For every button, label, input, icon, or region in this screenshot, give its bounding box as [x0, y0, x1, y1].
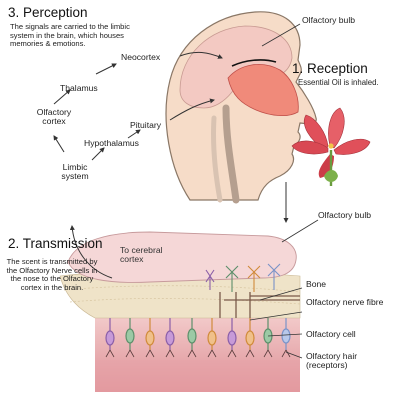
- label-bone: Bone: [306, 279, 327, 289]
- label-limbic-system: Limbic system: [61, 162, 89, 182]
- olfactory-cells: [105, 318, 291, 358]
- label-olfactory-nerve-fibre: Olfactory nerve fibre: [306, 297, 384, 307]
- label-olfactory-cell: Olfactory cell: [306, 329, 356, 339]
- label-neocortex: Neocortex: [121, 52, 161, 62]
- leader-lines: [249, 23, 319, 359]
- reception-title: 1. Reception: [292, 61, 368, 76]
- olfactory-detail: [59, 231, 301, 392]
- flow-arrows: [53, 51, 289, 279]
- label-olfactory-bulb-detail: Olfactory bulb: [318, 210, 372, 220]
- label-olfactory-cortex: Olfactory cortex: [36, 107, 72, 127]
- reception-description: Essential Oil is inhaled.: [298, 78, 379, 87]
- transmission-description: The scent is transmitted by the Olfactor…: [6, 257, 98, 292]
- label-olfactory-bulb-top: Olfactory bulb: [302, 15, 356, 25]
- label-thalamus: Thalamus: [60, 83, 98, 93]
- head-illustration: [165, 11, 317, 204]
- label-to-cerebral-cortex: To cerebral cortex: [120, 245, 163, 265]
- label-olfactory-hair: Olfactory hair (receptors): [306, 351, 358, 371]
- label-pituitary: Pituitary: [130, 120, 162, 130]
- label-hypothalamus: Hypothalamus: [84, 138, 139, 148]
- flower-illustration: [291, 107, 371, 186]
- perception-description: The signals are carried to the limbic sy…: [10, 22, 130, 48]
- transmission-title: 2. Transmission: [8, 236, 103, 251]
- perception-title: 3. Perception: [8, 5, 88, 20]
